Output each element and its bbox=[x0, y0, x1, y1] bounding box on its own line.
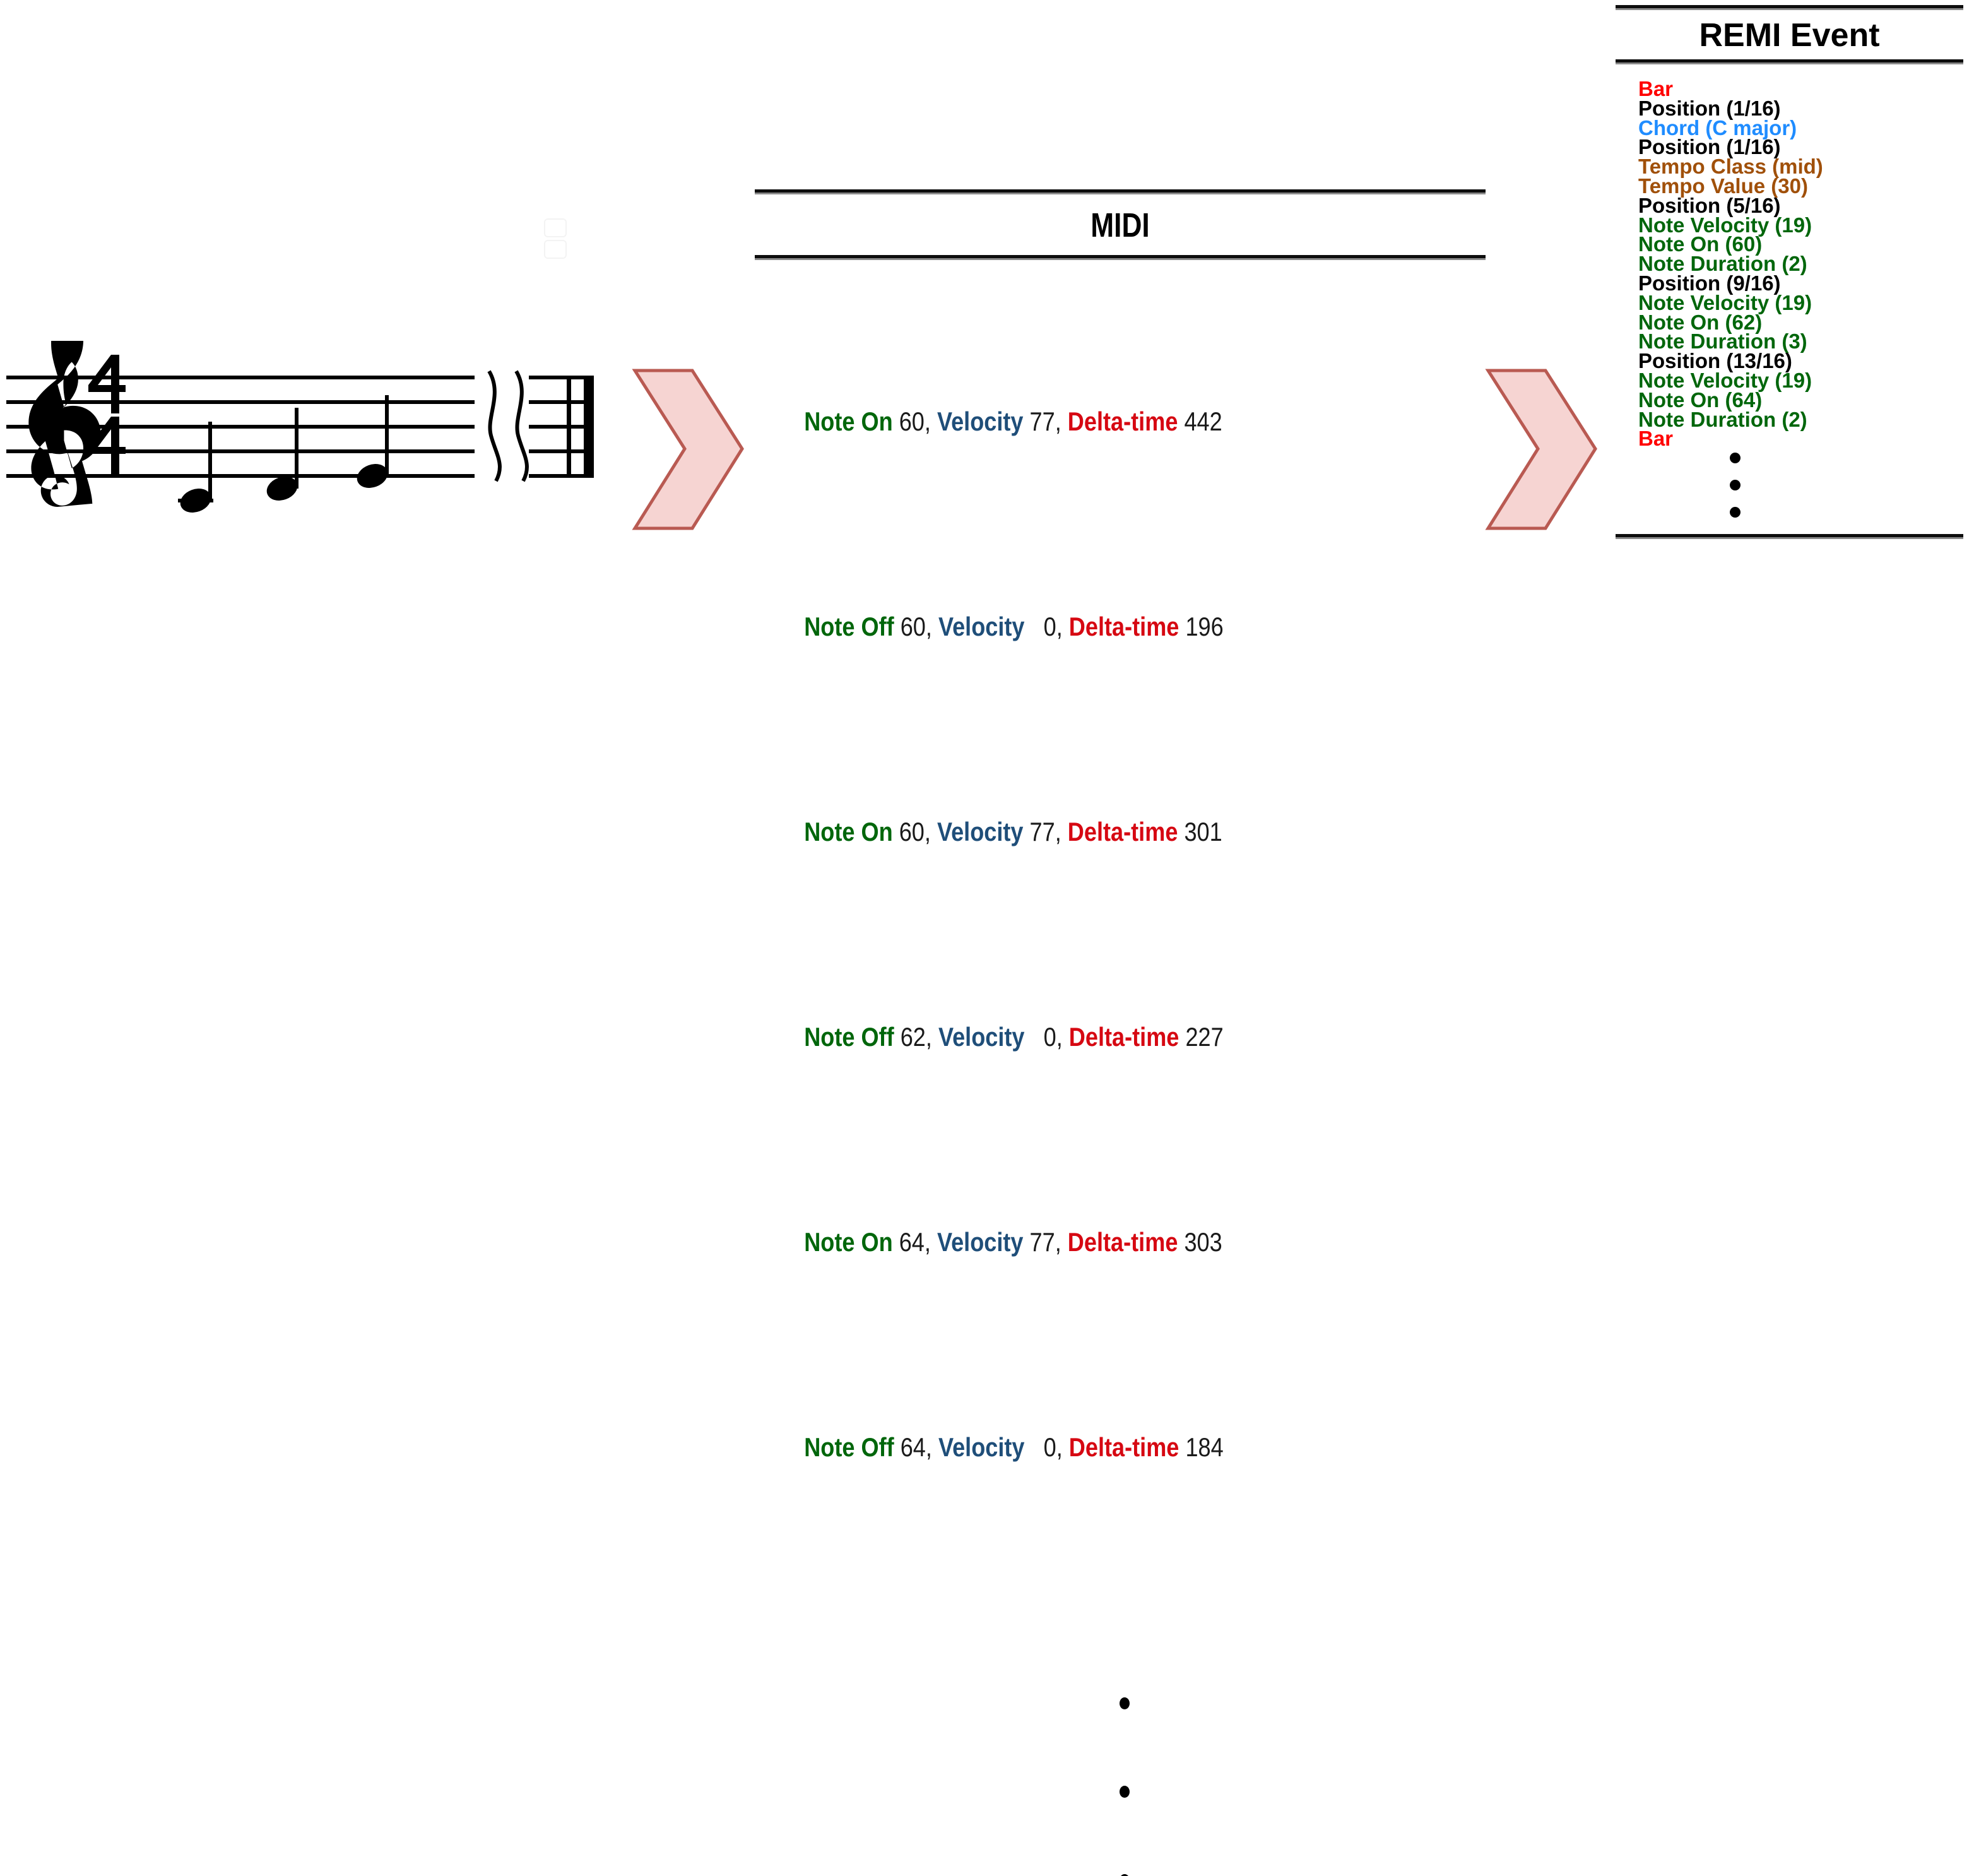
midi-key-delta: Delta-time bbox=[1068, 1432, 1179, 1462]
midi-key-velocity: Velocity bbox=[937, 407, 1024, 436]
midi-key-note: Note On bbox=[804, 407, 893, 436]
midi-key-velocity: Velocity bbox=[938, 612, 1025, 641]
remi-vertical-ellipsis-icon bbox=[1638, 453, 1963, 518]
remi-event-tempo-value: Tempo Value (30) bbox=[1638, 174, 1808, 198]
midi-vertical-ellipsis-icon bbox=[766, 1639, 1486, 1876]
remi-bottom-rule bbox=[1616, 534, 1963, 540]
midi-key-note: Note Off bbox=[804, 612, 894, 641]
remi-event-position: Position (5/16) bbox=[1638, 193, 1781, 217]
midi-delta-value: 303 bbox=[1178, 1227, 1222, 1257]
midi-row: Note On 60, Velocity 77, Delta-time 442 bbox=[766, 360, 1385, 483]
midi-delta-value: 301 bbox=[1178, 817, 1222, 846]
note-e4 bbox=[357, 395, 389, 488]
midi-key-note: Note Off bbox=[804, 1022, 894, 1052]
time-signature-4-4 bbox=[88, 355, 126, 475]
midi-delta-value: 196 bbox=[1179, 612, 1224, 641]
midi-delta-value: 227 bbox=[1179, 1022, 1224, 1052]
remi-title: REMI Event bbox=[1699, 17, 1880, 54]
midi-note-value: 60, bbox=[892, 817, 937, 846]
remi-event-tempo-class: Tempo Class (mid) bbox=[1638, 155, 1823, 179]
ellipsis-dot bbox=[1730, 453, 1741, 464]
midi-key-note: Note On bbox=[804, 1227, 893, 1257]
remi-event-note-velocity: Note Velocity (19) bbox=[1638, 368, 1812, 392]
midi-note-value: 62, bbox=[894, 1022, 938, 1052]
midi-note-value: 60, bbox=[894, 612, 938, 641]
midi-velocity-value: 0, bbox=[1024, 1432, 1069, 1462]
midi-velocity-value: 77, bbox=[1023, 817, 1068, 846]
midi-velocity-value: 77, bbox=[1023, 407, 1068, 436]
final-barline bbox=[529, 376, 594, 478]
midi-row: Note Off 62, Velocity 0, Delta-time 227 bbox=[766, 975, 1385, 1098]
remi-event-position: Position (1/16) bbox=[1638, 135, 1781, 159]
midi-event-list: Note On 60, Velocity 77, Delta-time 442 … bbox=[755, 260, 1486, 1876]
midi-key-delta: Delta-time bbox=[1067, 817, 1178, 846]
arrow-score-to-midi bbox=[632, 369, 744, 530]
midi-key-velocity: Velocity bbox=[938, 1022, 1025, 1052]
midi-row: Note Off 64, Velocity 0, Delta-time 184 bbox=[766, 1386, 1385, 1509]
ellipsis-dot bbox=[1120, 1874, 1130, 1876]
midi-note-value: 64, bbox=[892, 1227, 937, 1257]
remi-event-note-velocity: Note Velocity (19) bbox=[1638, 290, 1812, 314]
music-staff-notation bbox=[6, 341, 594, 513]
arrow-midi-to-remi bbox=[1485, 369, 1597, 530]
midi-title: MIDI bbox=[1091, 206, 1150, 244]
ellipsis-dot bbox=[1120, 1697, 1130, 1709]
ellipsis-dot bbox=[1730, 480, 1741, 491]
midi-row: Note On 60, Velocity 77, Delta-time 301 bbox=[766, 770, 1385, 893]
midi-key-delta: Delta-time bbox=[1067, 1227, 1178, 1257]
midi-key-velocity: Velocity bbox=[938, 1432, 1025, 1462]
remi-event-note-duration: Note Duration (3) bbox=[1638, 329, 1807, 353]
midi-key-delta: Delta-time bbox=[1068, 1022, 1179, 1052]
midi-header-rule bbox=[755, 255, 1486, 260]
remi-event-note-on: Note On (60) bbox=[1638, 232, 1763, 256]
ellipsis-dot bbox=[1120, 1786, 1130, 1798]
remi-event-note-duration: Note Duration (2) bbox=[1638, 252, 1807, 276]
ellipsis-dot bbox=[1730, 507, 1741, 518]
remi-panel: REMI Event Bar Position (1/16) Chord (C … bbox=[1616, 5, 1963, 540]
remi-event-note-on: Note On (62) bbox=[1638, 310, 1763, 334]
remi-event-note-duration: Note Duration (2) bbox=[1638, 407, 1807, 431]
remi-event-note-on: Note On (64) bbox=[1638, 388, 1763, 412]
midi-key-velocity: Velocity bbox=[937, 1227, 1024, 1257]
midi-row: Note Off 60, Velocity 0, Delta-time 196 bbox=[766, 565, 1385, 688]
remi-event-chord: Chord (C major) bbox=[1638, 116, 1797, 140]
midi-velocity-value: 77, bbox=[1023, 1227, 1068, 1257]
caesura-mark bbox=[487, 370, 529, 482]
remi-event-bar: Bar bbox=[1638, 427, 1674, 451]
midi-key-velocity: Velocity bbox=[937, 817, 1024, 846]
midi-velocity-value: 0, bbox=[1024, 612, 1069, 641]
remi-header-rule bbox=[1616, 59, 1963, 64]
midi-key-delta: Delta-time bbox=[1068, 612, 1179, 641]
remi-event-position: Position (9/16) bbox=[1638, 271, 1781, 295]
midi-key-delta: Delta-time bbox=[1067, 407, 1178, 436]
remi-event-position: Position (13/16) bbox=[1638, 349, 1792, 373]
midi-row: Note On 64, Velocity 77, Delta-time 303 bbox=[766, 1180, 1385, 1303]
midi-panel: MIDI Note On 60, Velocity 77, Delta-time… bbox=[755, 189, 1486, 1876]
remi-event-bar: Bar bbox=[1638, 77, 1674, 100]
midi-delta-value: 184 bbox=[1179, 1432, 1224, 1462]
treble-clef-icon bbox=[28, 341, 101, 507]
note-c4 bbox=[178, 422, 213, 513]
remi-event-note-velocity: Note Velocity (19) bbox=[1638, 213, 1812, 237]
midi-velocity-value: 0, bbox=[1024, 1022, 1069, 1052]
midi-note-value: 60, bbox=[892, 407, 937, 436]
remi-event-position: Position (1/16) bbox=[1638, 96, 1781, 120]
music-score-panel bbox=[0, 341, 618, 549]
faint-artifact bbox=[544, 218, 567, 259]
midi-key-note: Note Off bbox=[804, 1432, 894, 1462]
note-d4 bbox=[266, 408, 298, 501]
midi-key-note: Note On bbox=[804, 817, 893, 846]
midi-top-rule bbox=[755, 189, 1486, 194]
remi-event-list: Bar Position (1/16) Chord (C major) Posi… bbox=[1616, 64, 1963, 518]
midi-note-value: 64, bbox=[894, 1432, 938, 1462]
midi-delta-value: 442 bbox=[1178, 407, 1222, 436]
remi-top-rule bbox=[1616, 5, 1963, 10]
